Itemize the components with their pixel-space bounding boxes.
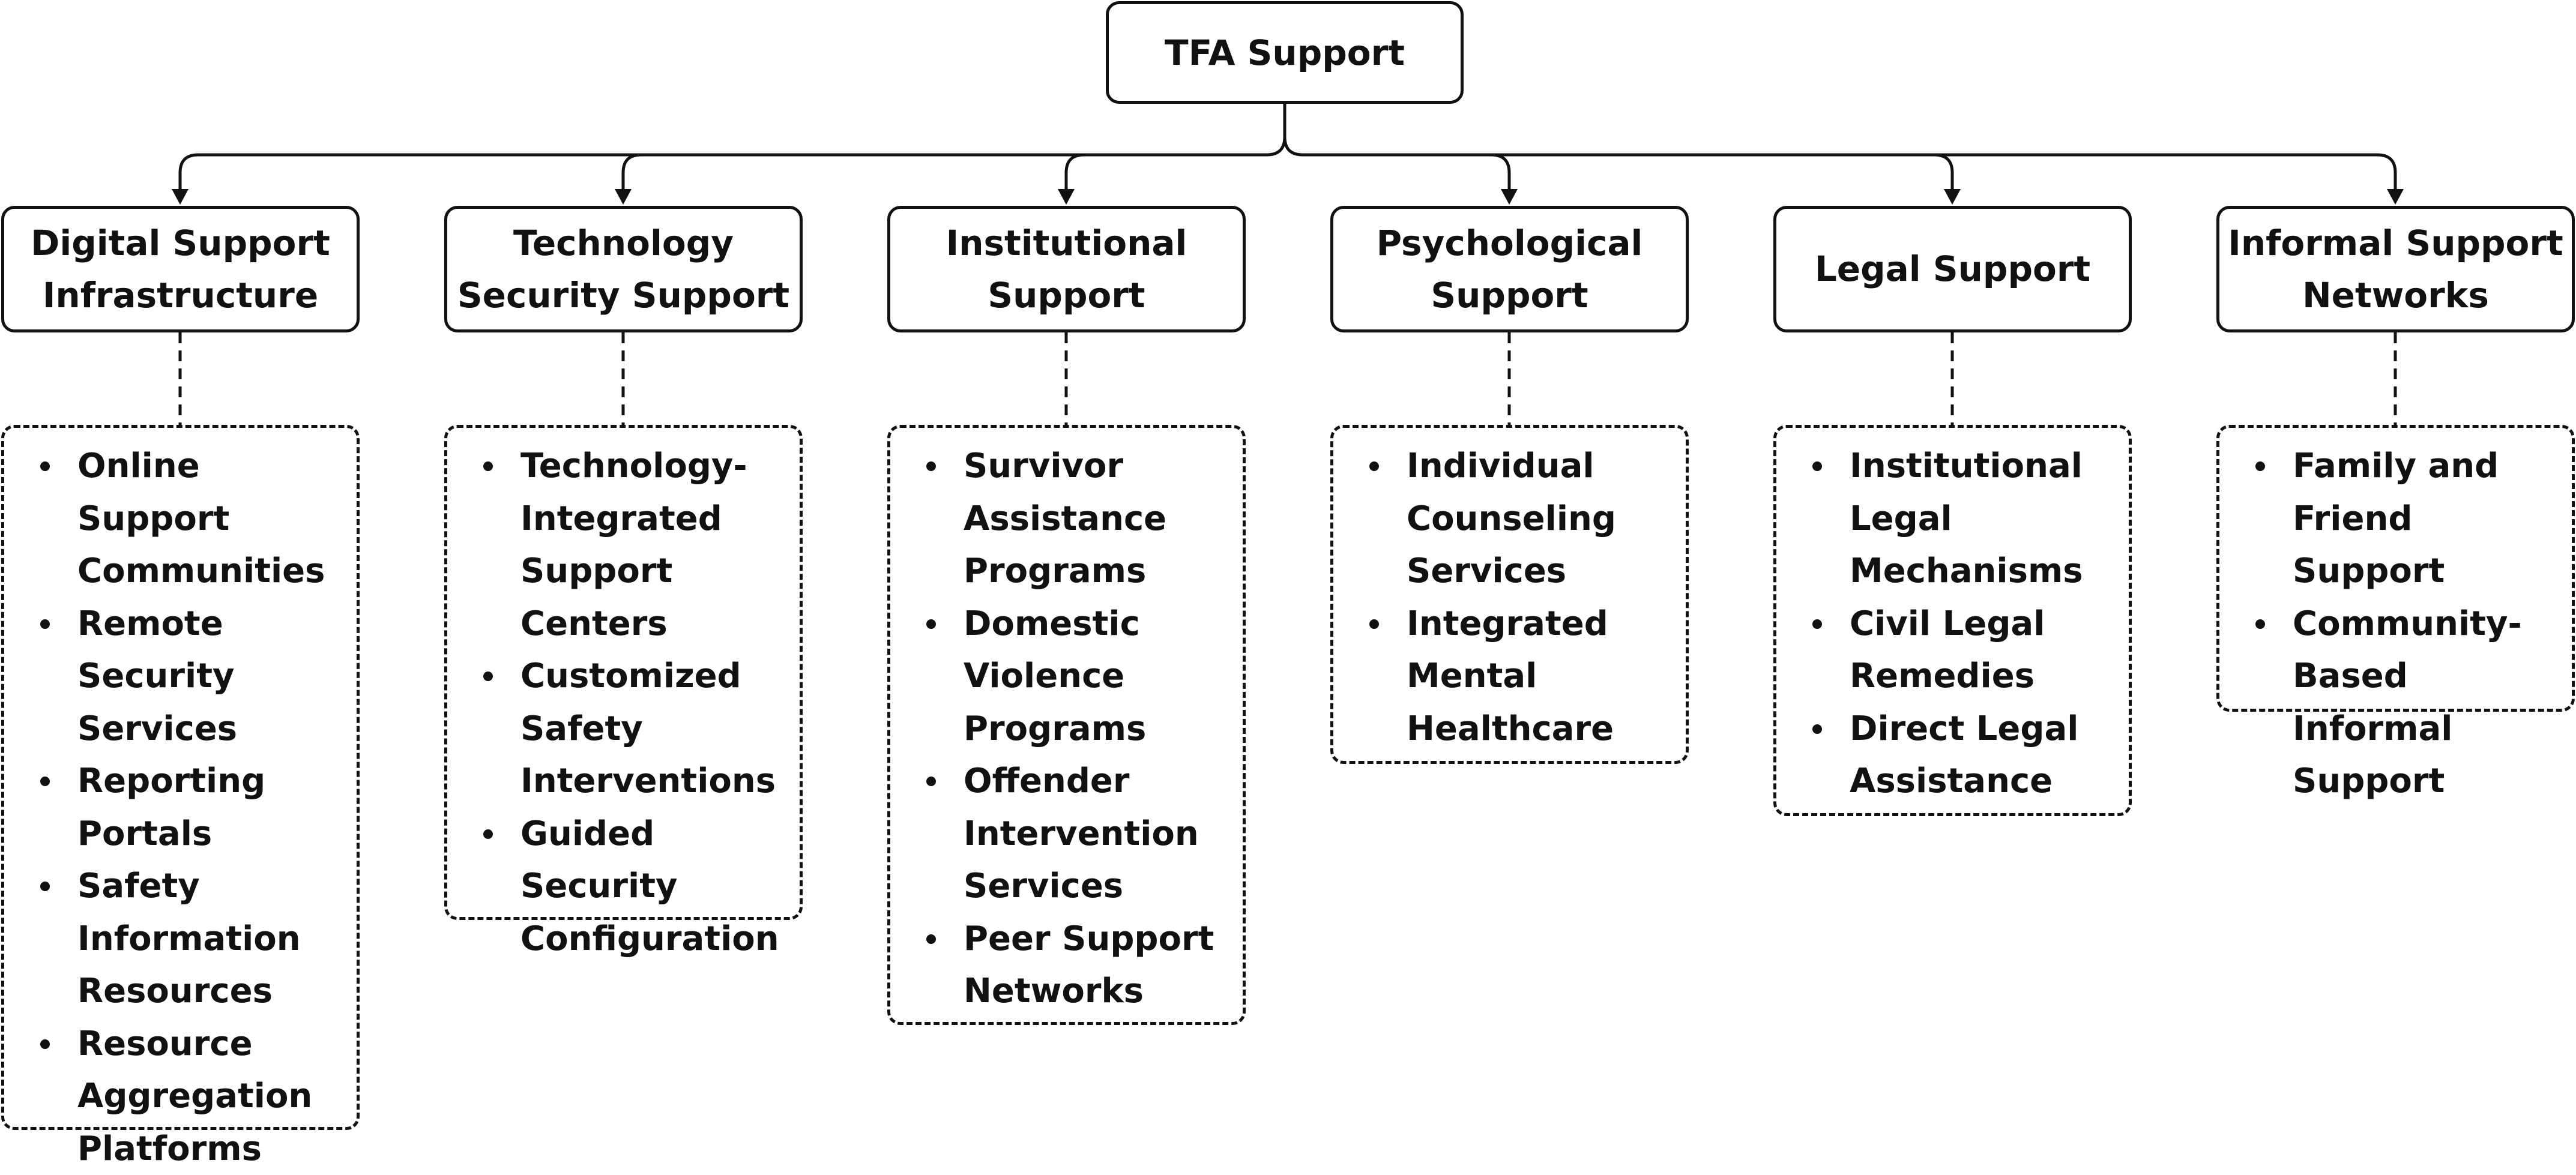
item-text: Institutional Legal Mechanisms (1850, 446, 2083, 591)
category-title: Institutional Support (890, 217, 1243, 322)
detail-box-psychological: Individual Counseling Services Integrate… (1330, 425, 1689, 764)
detail-box-legal: Institutional Legal Mechanisms Civil Leg… (1773, 425, 2132, 816)
list-item: Survivor Assistance Programs (964, 440, 1243, 598)
category-node-legal: Legal Support (1773, 206, 2132, 332)
category-title: Technology Security Support (447, 217, 800, 322)
arrow-icon (172, 189, 189, 205)
bullet-icon (40, 461, 50, 471)
bullet-icon (40, 777, 50, 786)
list-item: Online Support Communities (77, 440, 357, 598)
item-text: Family and Friend Support (2293, 446, 2499, 591)
arrow-icon (1944, 189, 1961, 205)
list-item: Institutional Legal Mechanisms (1850, 440, 2129, 598)
item-list: Survivor Assistance Programs Domestic Vi… (890, 428, 1243, 1018)
detail-box-technology-security: Technology- Integrated Support Centers C… (444, 425, 803, 920)
item-text: Survivor Assistance Programs (964, 446, 1166, 591)
list-item: Community- Based Informal Support (2293, 598, 2572, 808)
bullet-icon (1812, 619, 1822, 629)
list-item: Remote Security Services (77, 598, 357, 756)
category-title: Psychological Support (1333, 217, 1686, 322)
bullet-icon (40, 1039, 50, 1049)
item-list: Online Support Communities Remote Securi… (4, 428, 357, 1175)
bullet-icon (1369, 619, 1379, 629)
category-node-informal-networks: Informal Support Networks (2216, 206, 2575, 332)
list-item: Guided Security Configuration (520, 808, 800, 966)
detail-box-digital-support: Online Support Communities Remote Securi… (1, 425, 360, 1130)
item-list: Technology- Integrated Support Centers C… (447, 428, 800, 965)
root-label: TFA Support (1165, 32, 1405, 73)
bullet-icon (40, 619, 50, 629)
root-trunk-line (1267, 104, 1303, 155)
bullet-icon (40, 882, 50, 891)
list-item: Safety Information Resources (77, 860, 357, 1018)
list-item: Civil Legal Remedies (1850, 598, 2129, 703)
connector-lines (0, 0, 2576, 1133)
item-text: Guided Security Configuration (520, 814, 779, 958)
category-title: Legal Support (1776, 243, 2129, 295)
item-text: Technology- Integrated Support Centers (520, 446, 747, 643)
branch-line-0 (180, 155, 1267, 191)
category-node-psychological: Psychological Support (1330, 206, 1689, 332)
arrow-icon (1501, 189, 1518, 205)
list-item: Technology- Integrated Support Centers (520, 440, 800, 650)
bullet-icon (926, 934, 936, 944)
branch-line-2 (1066, 155, 1267, 191)
bullet-icon (926, 619, 936, 629)
list-item: Customized Safety Interventions (520, 650, 800, 808)
category-node-digital-support: Digital Support Infrastructure (1, 206, 360, 332)
list-item: Offender Intervention Services (964, 755, 1243, 913)
root-node: TFA Support (1106, 1, 1464, 104)
detail-box-informal-networks: Family and Friend Support Community- Bas… (2216, 425, 2575, 712)
bullet-icon (483, 461, 493, 471)
branch-line-1 (623, 155, 1267, 191)
item-list: Family and Friend Support Community- Bas… (2219, 428, 2572, 808)
bullet-icon (1812, 461, 1822, 471)
list-item: Resource Aggregation Platforms (77, 1018, 357, 1175)
list-item: Individual Counseling Services (1407, 440, 1686, 598)
hierarchy-diagram: TFA Support Digital Support Infrastructu… (0, 0, 2576, 1133)
bullet-icon (1812, 724, 1822, 734)
bullet-icon (2255, 619, 2265, 629)
category-title: Informal Support Networks (2219, 217, 2572, 322)
item-text: Customized Safety Interventions (520, 657, 776, 801)
arrow-icon (615, 189, 632, 205)
bullet-icon (2255, 461, 2265, 471)
item-text: Civil Legal Remedies (1850, 604, 2045, 696)
item-text: Remote Security Services (77, 604, 237, 748)
item-text: Community- Based Informal Support (2293, 604, 2522, 801)
branch-line-3 (1303, 155, 1509, 191)
bullet-icon (483, 829, 493, 839)
arrow-icon (2387, 189, 2404, 205)
item-list: Institutional Legal Mechanisms Civil Leg… (1776, 428, 2129, 808)
list-item: Peer Support Networks (964, 913, 1243, 1018)
branch-line-5 (1303, 155, 2395, 191)
arrow-icon (1058, 189, 1075, 205)
bullet-icon (926, 461, 936, 471)
list-item: Domestic Violence Programs (964, 598, 1243, 756)
item-text: Online Support Communities (77, 446, 325, 591)
item-text: Domestic Violence Programs (964, 604, 1146, 748)
category-node-technology-security: Technology Security Support (444, 206, 803, 332)
category-title: Digital Support Infrastructure (4, 217, 357, 322)
bullet-icon (1369, 461, 1379, 471)
bullet-icon (926, 777, 936, 786)
category-node-institutional: Institutional Support (887, 206, 1246, 332)
item-text: Resource Aggregation Platforms (77, 1024, 312, 1168)
bullet-icon (483, 672, 493, 681)
item-text: Direct Legal Assistance (1850, 709, 2078, 801)
item-text: Peer Support Networks (964, 919, 1214, 1011)
item-list: Individual Counseling Services Integrate… (1333, 428, 1686, 755)
item-text: Integrated Mental Healthcare (1407, 604, 1614, 748)
detail-box-institutional: Survivor Assistance Programs Domestic Vi… (887, 425, 1246, 1025)
list-item: Integrated Mental Healthcare (1407, 598, 1686, 756)
list-item: Direct Legal Assistance (1850, 703, 2129, 808)
branch-line-4 (1303, 155, 1952, 191)
item-text: Reporting Portals (77, 762, 265, 853)
list-item: Reporting Portals (77, 755, 357, 860)
list-item: Family and Friend Support (2293, 440, 2572, 598)
item-text: Offender Intervention Services (964, 762, 1199, 906)
item-text: Individual Counseling Services (1407, 446, 1616, 591)
item-text: Safety Information Resources (77, 867, 301, 1011)
